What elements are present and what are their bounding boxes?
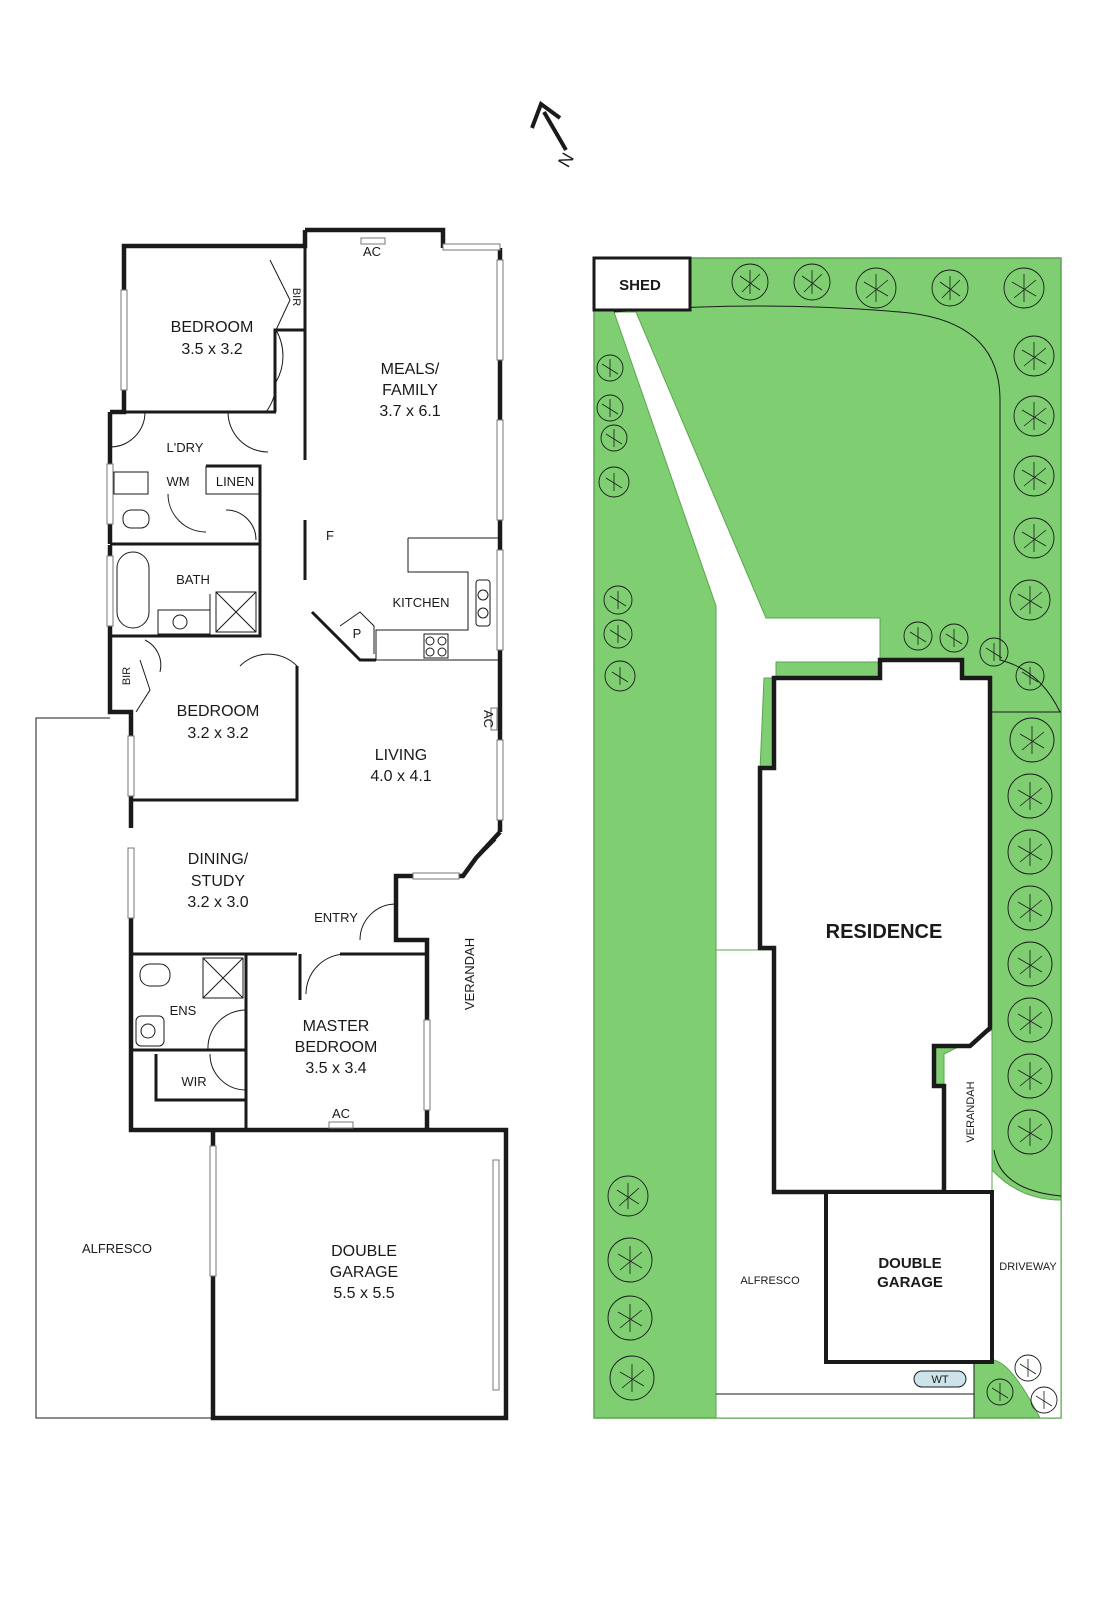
tree-icons [596,263,1058,1414]
ens-label: ENS [170,1003,197,1018]
site-plan: RESIDENCE DOUBLE GARAGE SHED WT VERANDAH… [592,256,1062,1419]
master-bedroom-size: 3.5 x 3.4 [305,1060,366,1077]
compass-north-arrow-icon: N [530,100,578,171]
laundry-label: L'DRY [167,440,204,455]
bir-mid-label: BIR [121,667,133,685]
water-tank-icon [913,1370,967,1388]
dining-study-name-line1: DINING/ [188,851,249,868]
master-bedroom-name-line2: BEDROOM [295,1039,378,1056]
entry-label: ENTRY [314,910,358,925]
site-garage-label-line2: GARAGE [877,1274,943,1291]
master-bedroom-name-line1: MASTER [303,1018,370,1035]
verandah-label: VERANDAH [462,938,477,1010]
double-garage-size: 5.5 x 5.5 [333,1285,394,1302]
meals-family-name-line2: FAMILY [382,382,438,399]
meals-family-size: 3.7 x 6.1 [379,403,440,420]
meals-family-name-line1: MEALS/ [381,361,440,378]
bath-label: BATH [176,572,210,587]
site-garage-label-line1: DOUBLE [878,1255,941,1272]
ac-meals-label: AC [363,244,381,259]
shed-outline [592,256,692,312]
double-garage-name-line2: GARAGE [330,1264,398,1281]
alfresco-label: ALFRESCO [82,1241,152,1256]
ac-living-label: AC [481,710,496,728]
compass-north-label: N [554,149,578,170]
site-alfresco-label: ALFRESCO [740,1275,800,1287]
wm-label: WM [166,474,189,489]
bedroom-top-size: 3.5 x 3.2 [181,341,242,358]
dining-study-name-line2: STUDY [191,873,246,890]
alfresco-outline [35,717,213,1419]
fridge-label: F [326,528,334,543]
bedroom-top-name: BEDROOM [171,319,254,336]
residence-outline [757,657,993,1195]
living-size: 4.0 x 4.1 [370,768,431,785]
linen-label: LINEN [216,474,254,489]
kitchen-label: KITCHEN [392,595,449,610]
wir-label: WIR [181,1074,206,1089]
water-tank-label: WT [931,1374,948,1386]
living-name: LIVING [375,747,427,764]
double-garage-name-line1: DOUBLE [331,1243,397,1260]
bedroom-mid-size: 3.2 x 3.2 [187,725,248,742]
bir-top-label: BIR [290,288,302,306]
site-verandah-label: VERANDAH [965,1081,977,1142]
shed-label: SHED [619,277,661,294]
ac-master-label: AC [332,1106,350,1121]
residence-label: RESIDENCE [826,921,943,943]
site-driveway-area [991,1168,1062,1419]
pantry-label: P [353,626,362,641]
site-driveway-label: DRIVEWAY [999,1261,1057,1273]
bedroom-mid-name: BEDROOM [177,703,260,720]
dining-study-size: 3.2 x 3.0 [187,894,248,911]
site-garage-outline [824,1190,994,1364]
floor-plan: BEDROOM 3.5 x 3.2 BIR AC MEALS/ FAMILY 3… [35,227,509,1421]
